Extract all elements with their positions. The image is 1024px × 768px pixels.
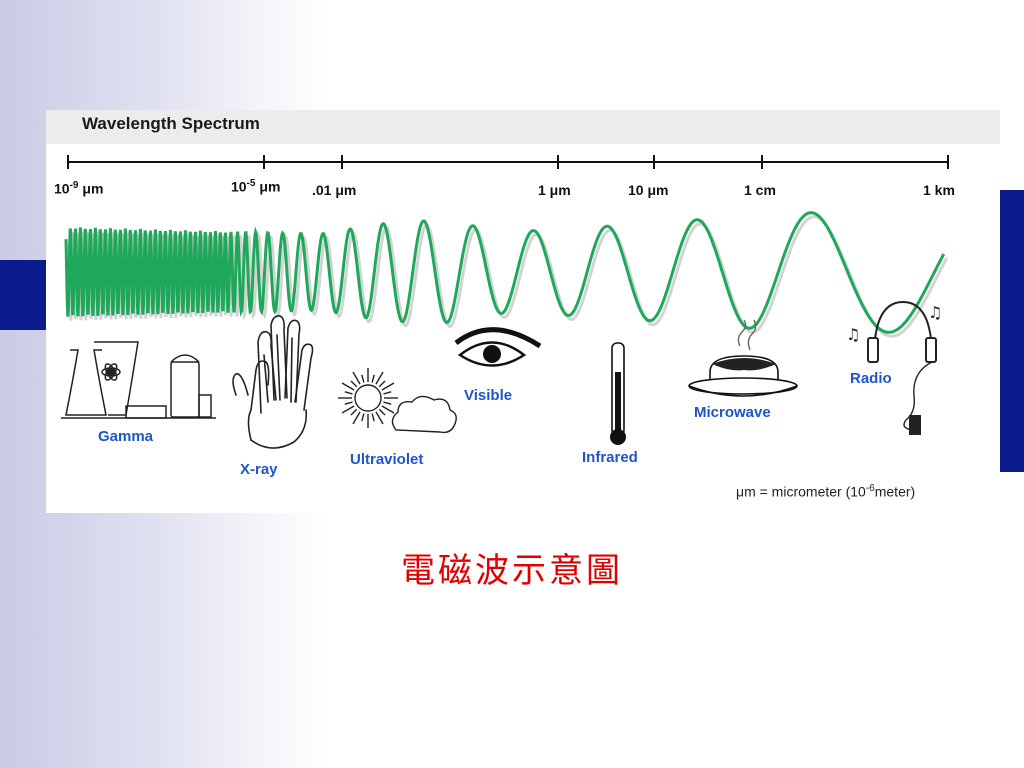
svg-text:♫: ♫ [846,325,860,344]
sun-ray [352,411,361,425]
scale-axis [67,155,949,169]
band-label-xray: X-ray [240,461,278,478]
figure-header: Wavelength Spectrum [46,110,1000,144]
band-label-microwave: Microwave [694,404,771,421]
wavelength-spectrum-figure: Wavelength Spectrum [46,110,1000,513]
eye-icon [454,327,542,367]
sun-ray [350,380,358,388]
wave-shadow-path [67,215,949,338]
sun-ray [371,374,375,383]
svg-text:♫: ♫ [928,303,942,322]
sun-ray [383,401,392,405]
band-label-gamma: Gamma [98,428,154,445]
footnote-micrometer: μm = micrometer (10-6meter) [736,483,916,500]
headphones-icon: ♫ ♫ [846,300,942,435]
sun-ray [344,391,353,395]
sun-ray [375,371,384,385]
sun-ray [344,401,353,405]
sun-ray [383,391,392,395]
tick-label-0.01um: .01 μm [312,182,357,198]
sun-ray [361,413,365,422]
band-label-ultraviolet: Ultraviolet [350,451,424,468]
sun-ray [371,413,375,422]
band-label-radio: Radio [850,370,892,387]
sun-ray [378,408,386,416]
sun-ray [381,405,395,414]
spectrum-diagram: ♫ ♫ [61,155,949,449]
figure-title: Wavelength Spectrum [82,114,260,133]
sun-ray [361,374,365,383]
hand-xray-icon [232,315,314,449]
tick-label-1cm: 1 cm [744,182,776,198]
sun-ray [381,382,395,391]
tick-label-1e-5um: 10-5 μm [231,178,281,195]
sun-cloud-icon [338,368,457,434]
slide-caption: 電磁波示意圖 [401,551,623,591]
tick-label-1km: 1 km [923,182,955,198]
left-accent-bar [0,260,46,330]
sun-ray [350,408,358,416]
sun-ray [341,405,355,414]
spectrum-wave [64,211,946,334]
tick-label-10um: 10 μm [628,182,669,198]
sun-ray [375,411,384,425]
sun-ray [352,371,361,385]
sun-ray [378,380,386,388]
tick-label-1e-9um: 10-9 μm [54,180,104,197]
sun-ray [341,382,355,391]
reactor-icon [61,341,216,419]
microwave-dish-icon [688,319,798,397]
wave-path [64,211,946,334]
band-label-infrared: Infrared [582,449,638,466]
right-accent-bar [1000,190,1024,472]
wave-shadow [67,215,949,338]
band-label-visible: Visible [464,387,513,404]
thermometer-icon [610,342,626,445]
tick-label-1um: 1 μm [538,182,571,198]
